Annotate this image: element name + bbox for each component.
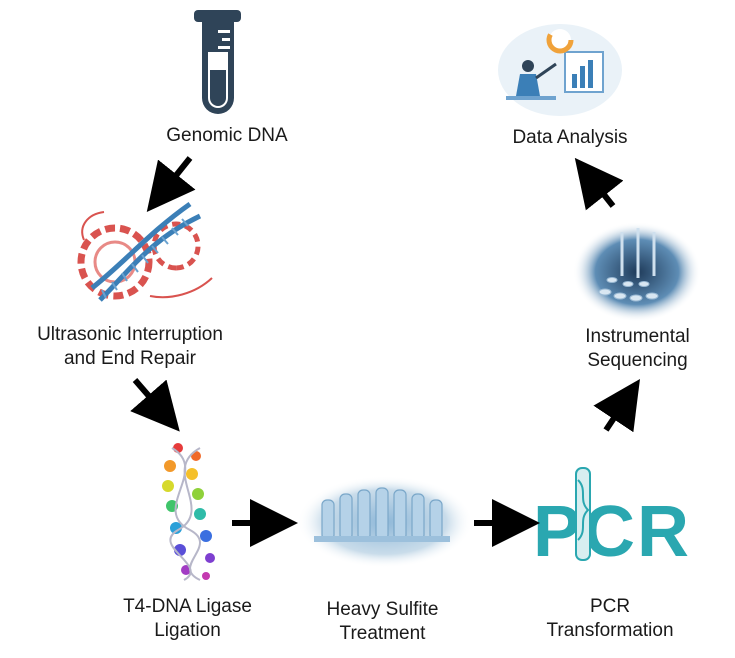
label-sulfite: Heavy Sulfite Treatment [326, 599, 439, 644]
arrow-genomic-to-ultrasonic [146, 156, 196, 213]
pcr-logo-text: PCR [533, 492, 691, 572]
pcr-logo-icon: PCR [533, 467, 691, 572]
label-ultrasonic: Ultrasonic Interruption and End Repair [37, 324, 223, 369]
label-data-analysis: Data Analysis [512, 127, 628, 148]
test-tube-icon [194, 10, 241, 114]
lab-tubes-icon [297, 476, 473, 568]
arrow-sequencing-to-analysis [574, 157, 624, 211]
arrow-pcr-to-sequencing [593, 379, 640, 433]
label-ligation: T4-DNA Ligase Ligation [123, 596, 252, 641]
label-sequencing: Instrumental Sequencing [585, 326, 690, 371]
flow-arrows [130, 156, 640, 547]
sequencer-icon [573, 222, 701, 322]
label-genomic-dna: Genomic DNA [166, 125, 288, 146]
data-analysis-icon [498, 24, 622, 116]
dna-gear-icon [77, 201, 213, 302]
label-pcr: PCR Transformation [546, 596, 674, 641]
rainbow-dna-icon [162, 443, 215, 581]
arrow-ultrasonic-to-ligation [130, 378, 180, 432]
